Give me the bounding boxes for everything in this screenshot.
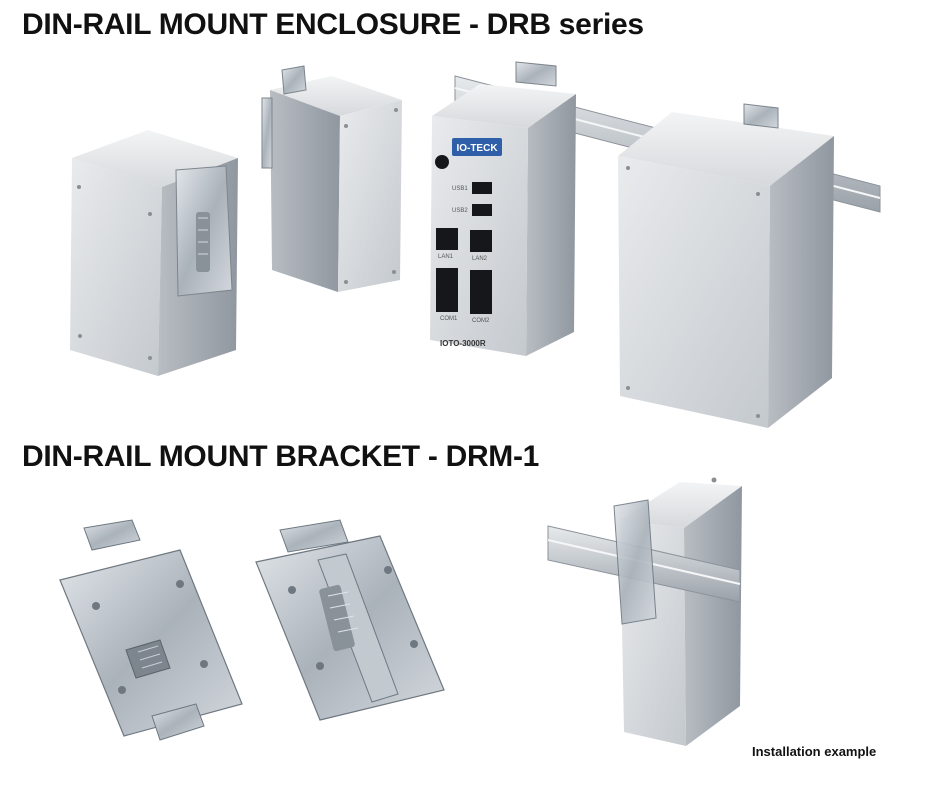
- enclosure-with-bracket: [70, 130, 238, 376]
- port-label-usb1: USB1: [452, 186, 468, 192]
- port-label-lan2: LAN2: [472, 256, 488, 262]
- brand-logo: [452, 138, 502, 156]
- port-label-lan1: LAN1: [438, 254, 454, 260]
- enclosure-plain-large: [618, 103, 834, 428]
- port-label-com2: COM2: [472, 318, 490, 324]
- enclosure-heading: DIN-RAIL MOUNT ENCLOSURE - DRB series: [22, 8, 644, 41]
- bracket-back-view: [59, 519, 243, 741]
- power-button: [435, 155, 449, 169]
- model-label: IOTO-3000R: [440, 339, 486, 348]
- installation-caption: Installation example: [752, 744, 877, 759]
- bracket-front-view: [255, 519, 445, 721]
- bracket-heading: DIN-RAIL MOUNT BRACKET - DRM-1: [22, 440, 540, 473]
- port-label-usb2: USB2: [452, 208, 468, 214]
- port-label-com1: COM1: [440, 316, 458, 322]
- brand-label: IO-TECK: [456, 143, 498, 154]
- enclosure-plain-small: [261, 65, 402, 292]
- installation-example: [547, 477, 742, 746]
- ioto-device: IO-TECK USB1 USB2 LAN1 LAN2 COM1 COM2 IO…: [430, 61, 576, 356]
